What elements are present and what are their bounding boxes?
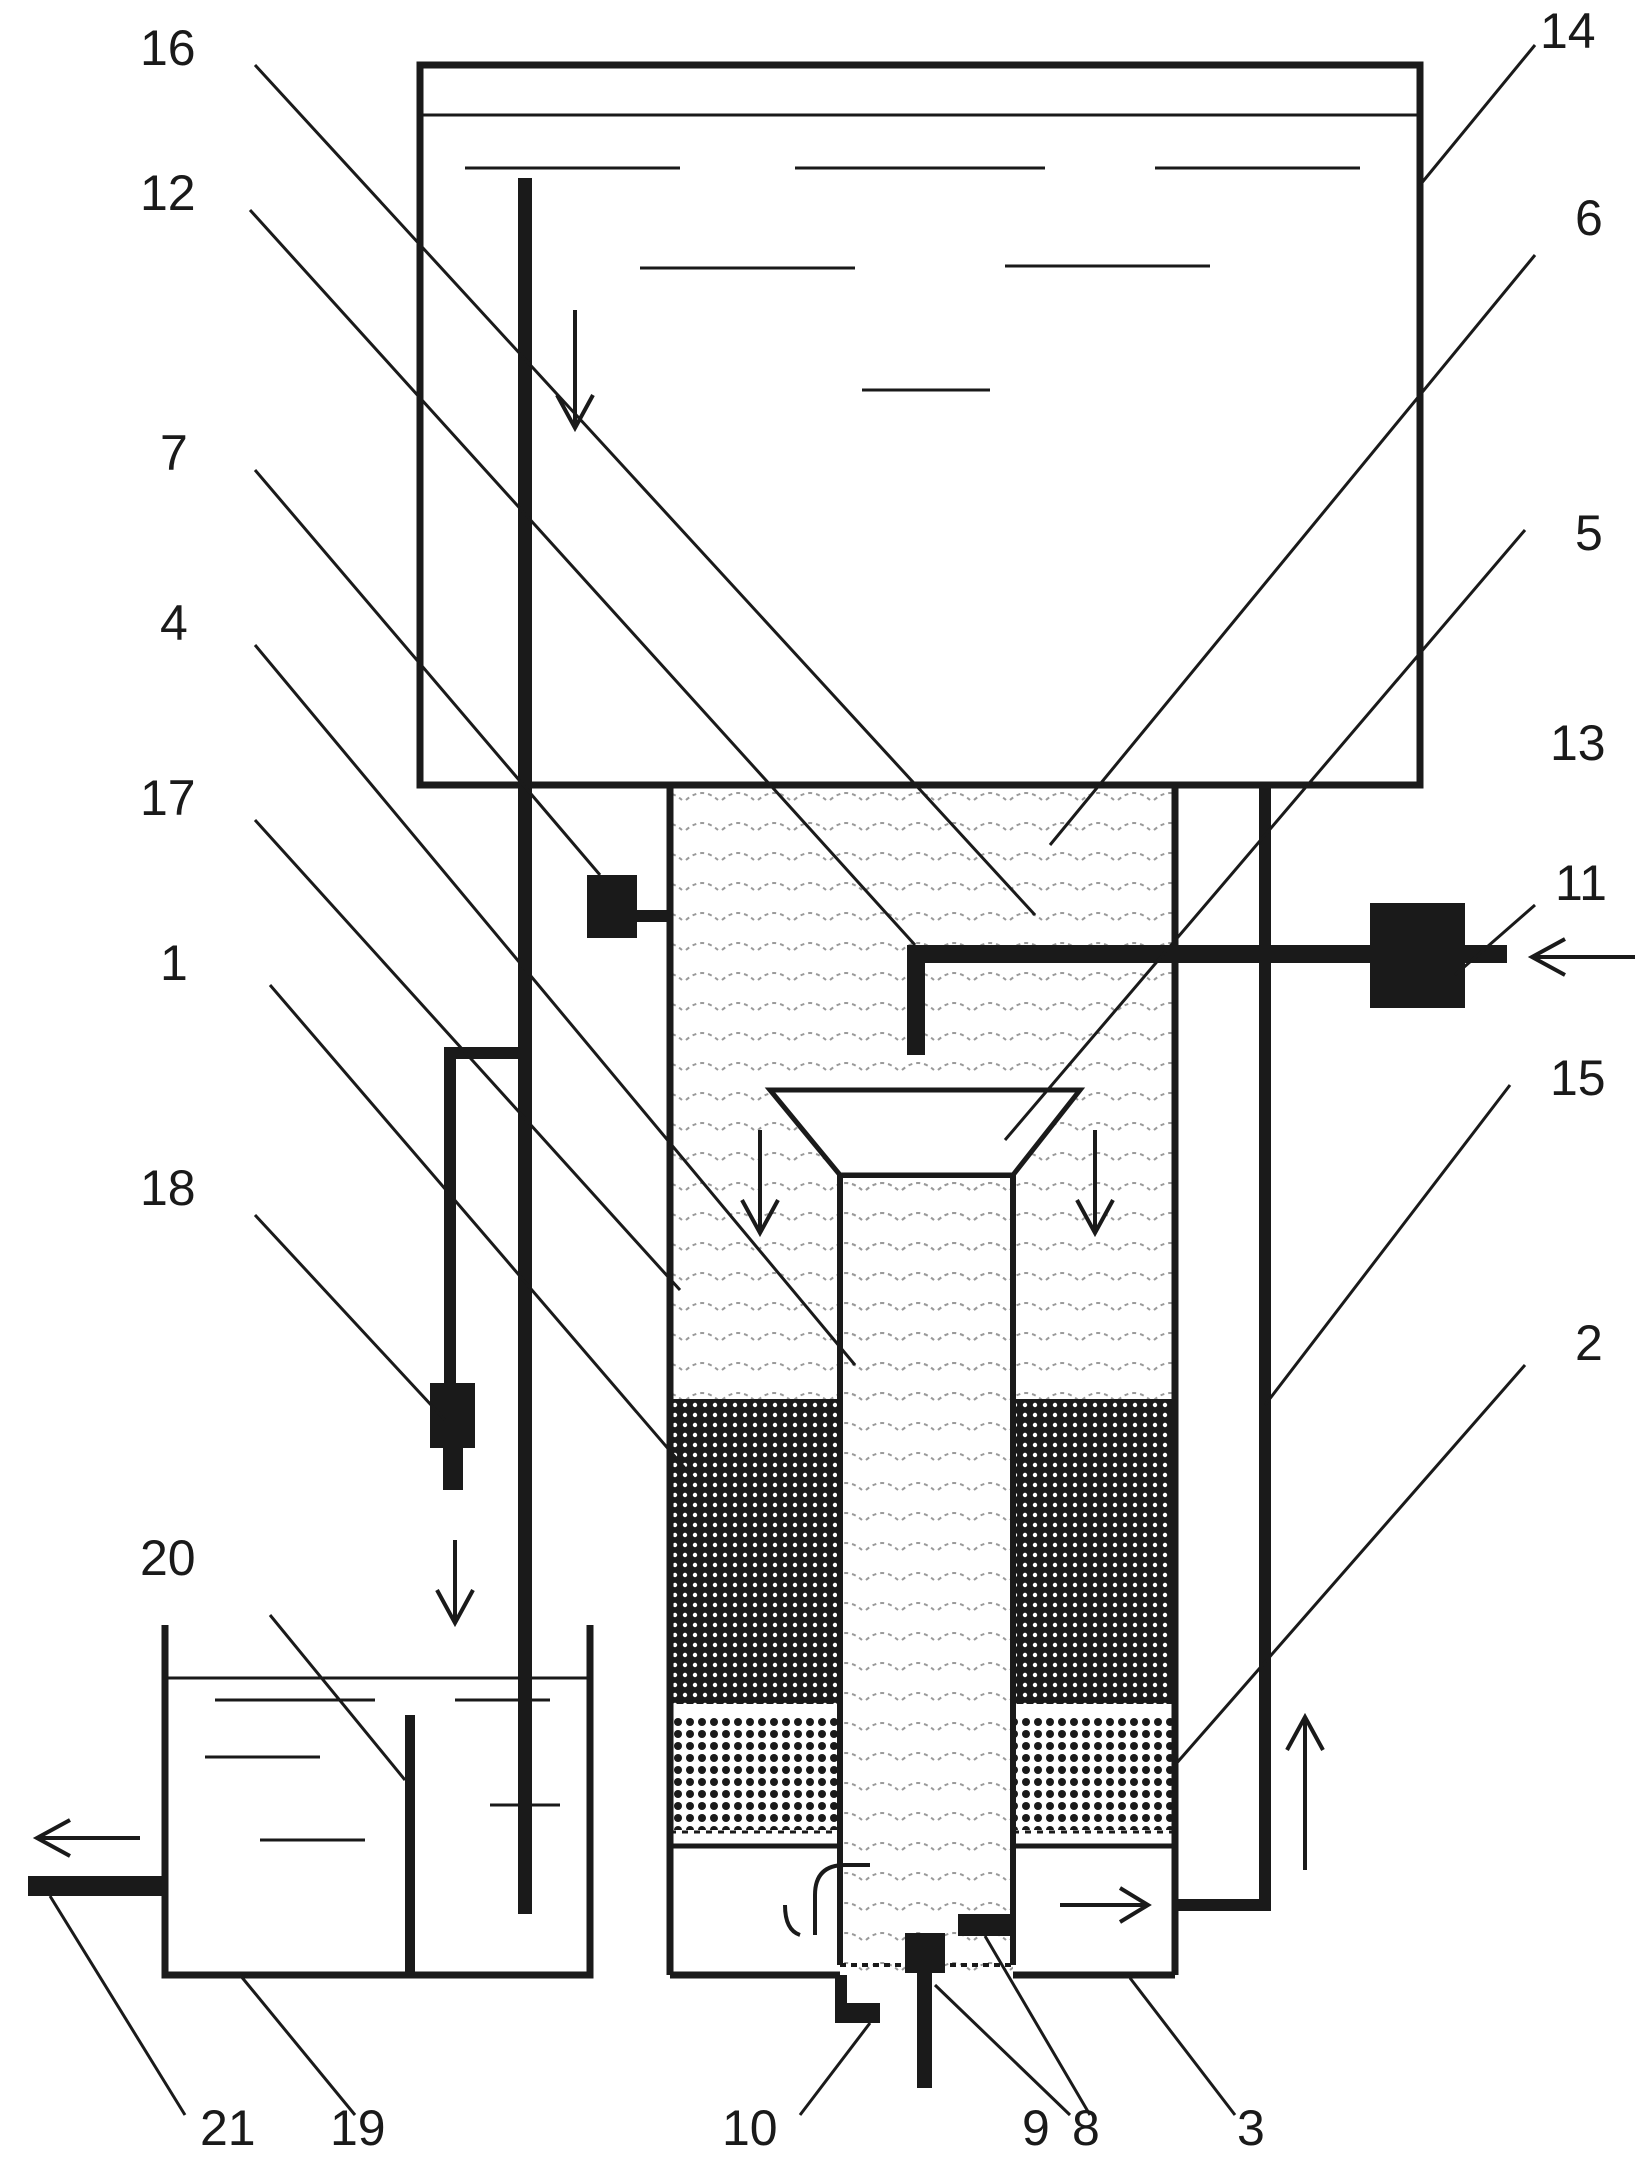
label-10: 10 (722, 2100, 778, 2156)
callout-labels: 16 12 7 4 17 1 18 20 14 6 5 13 11 15 2 2… (140, 3, 1607, 2156)
funnel (764, 1087, 1086, 1178)
flow-arrow-icon (32, 310, 1635, 1937)
central-tube (764, 1087, 1086, 1975)
label-16: 16 (140, 20, 196, 76)
label-11: 11 (1555, 855, 1607, 911)
valve-7 (587, 875, 637, 938)
label-21: 21 (200, 2100, 256, 2156)
label-17: 17 (140, 770, 196, 826)
partition-20 (405, 1715, 415, 1975)
pipe-16 (518, 178, 532, 1914)
label-20: 20 (140, 1530, 196, 1586)
label-12: 12 (140, 165, 196, 221)
label-6: 6 (1575, 190, 1603, 246)
label-2: 2 (1575, 1315, 1603, 1371)
label-7: 7 (160, 425, 188, 481)
collection-vessel (28, 1625, 594, 1979)
pipe-11 (907, 945, 1507, 963)
pipe-15 (1175, 785, 1271, 1911)
valve-13 (1370, 903, 1465, 1008)
label-13: 13 (1550, 715, 1606, 771)
label-1: 1 (160, 935, 188, 991)
label-15: 15 (1550, 1050, 1606, 1106)
leader-lines (48, 44, 1537, 2117)
label-3: 3 (1237, 2100, 1265, 2156)
valve-18 (430, 1383, 475, 1448)
label-9: 9 (1022, 2100, 1050, 2156)
nozzle-8 (958, 1914, 1015, 1936)
upper-tank (416, 61, 1424, 789)
outlet-21 (28, 1876, 165, 1896)
pipe-17 (444, 1047, 525, 1395)
pipe-12-vertical (907, 945, 925, 1055)
label-5: 5 (1575, 505, 1603, 561)
label-18: 18 (140, 1160, 196, 1216)
label-4: 4 (160, 595, 188, 651)
plug-9 (905, 1933, 945, 1973)
label-19: 19 (330, 2100, 386, 2156)
liquid-surface-marks (465, 166, 1360, 392)
label-8: 8 (1072, 2100, 1100, 2156)
label-14: 14 (1540, 3, 1596, 59)
